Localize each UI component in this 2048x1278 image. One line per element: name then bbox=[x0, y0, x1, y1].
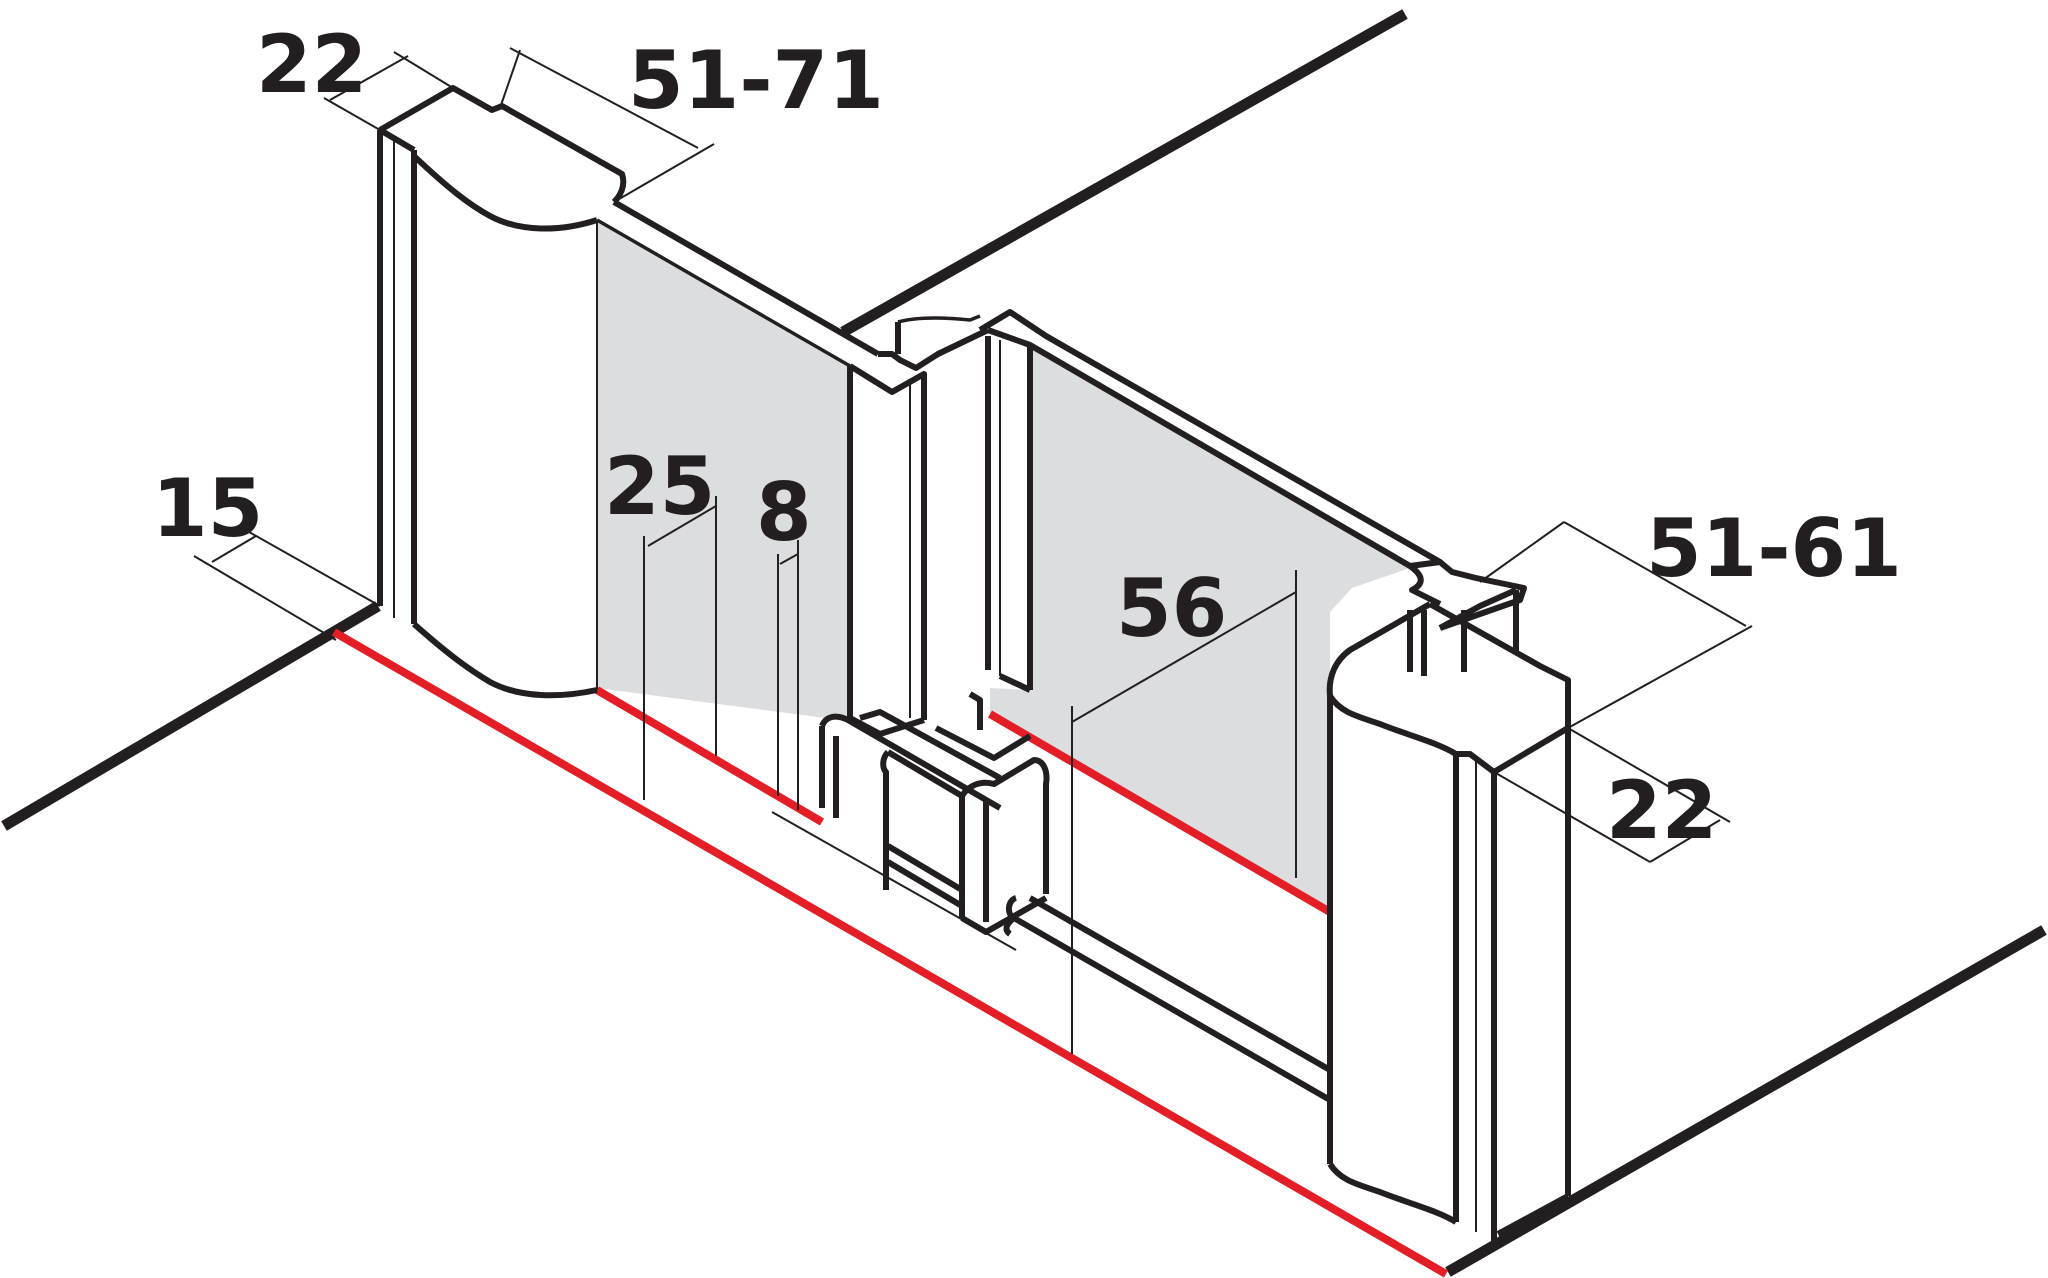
floor-line-right-glass bbox=[987, 710, 1333, 916]
floor-line-left-glass bbox=[594, 686, 825, 826]
back-wall-line bbox=[840, 9, 1408, 337]
left-wall-line bbox=[1, 601, 381, 831]
label-glass-offset-left: 25 bbox=[604, 440, 715, 533]
door-catch-block bbox=[819, 691, 1050, 935]
center-door-profile-right bbox=[978, 309, 1442, 693]
dimension-labels: 22 51-71 15 25 8 56 51-61 22 bbox=[152, 18, 1902, 857]
label-top-left-range: 51-71 bbox=[628, 34, 884, 127]
floor-line-front bbox=[332, 628, 1448, 1278]
center-door-profile bbox=[847, 314, 990, 737]
label-bottom-left-offset: 15 bbox=[152, 462, 263, 555]
floor-lines bbox=[332, 628, 1448, 1278]
right-wall-line bbox=[1445, 925, 2047, 1277]
left-wall-profile bbox=[377, 85, 880, 699]
floor-seal bbox=[771, 811, 1332, 1103]
label-seal-gap: 8 bbox=[756, 466, 812, 559]
walls bbox=[1, 9, 2047, 1277]
label-top-left-depth: 22 bbox=[256, 18, 367, 111]
right-wall-profile bbox=[1326, 559, 1571, 1244]
glass-panel-right bbox=[990, 345, 1410, 912]
glass-panel-left bbox=[597, 220, 850, 718]
label-glass-offset-right: 56 bbox=[1116, 562, 1227, 655]
glass-panels bbox=[597, 220, 1410, 912]
dimension-lines bbox=[193, 47, 1753, 1054]
label-right-range: 51-61 bbox=[1646, 502, 1902, 595]
label-right-depth: 22 bbox=[1606, 764, 1717, 857]
